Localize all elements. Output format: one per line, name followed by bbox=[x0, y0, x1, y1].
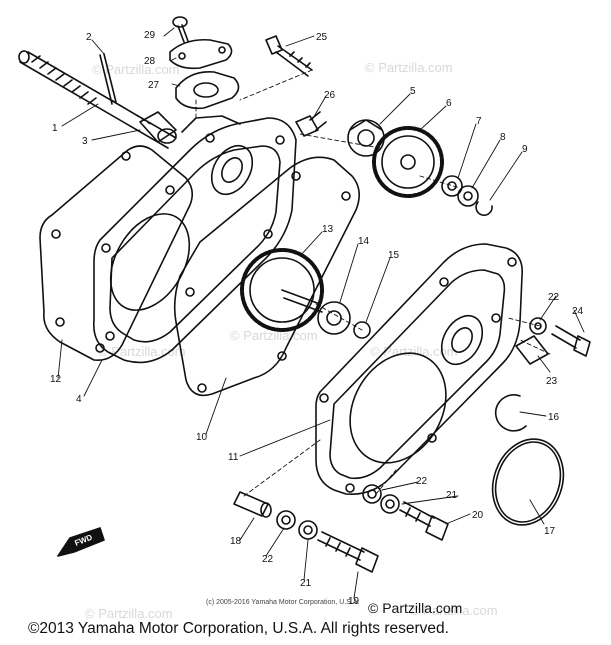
watermark: © Partzilla.com bbox=[85, 606, 173, 621]
callout-29: 29 bbox=[144, 30, 156, 41]
collar-3 bbox=[139, 111, 177, 144]
washer-8 bbox=[457, 185, 479, 207]
callout-3: 3 bbox=[82, 136, 88, 147]
brand-watermark: © Partzilla.com bbox=[368, 600, 463, 616]
bearing-5 bbox=[347, 119, 385, 157]
alignment-lines bbox=[111, 69, 551, 497]
crankcase-cover-11 bbox=[315, 243, 523, 495]
callout-28: 28 bbox=[144, 56, 156, 67]
washer-21-bottom bbox=[298, 520, 318, 540]
bolt-24 bbox=[551, 325, 591, 357]
plug-26 bbox=[295, 111, 327, 137]
callout-6: 6 bbox=[446, 98, 452, 109]
callout-22: 22 bbox=[416, 476, 428, 487]
watermark: © Partzilla.com bbox=[230, 328, 318, 343]
callout-10: 10 bbox=[196, 432, 208, 443]
watermark: © Partzilla.com bbox=[92, 62, 180, 77]
callout-8: 8 bbox=[500, 132, 506, 143]
o-ring-17 bbox=[491, 438, 565, 526]
callout-25: 25 bbox=[316, 32, 328, 43]
forward-arrow-icon: FWD bbox=[57, 527, 105, 557]
callout-24: 24 bbox=[572, 306, 584, 317]
watermark: © Partzilla.com bbox=[365, 60, 453, 75]
gear-13 bbox=[240, 248, 324, 332]
callout-14: 14 bbox=[358, 236, 370, 247]
gear-6 bbox=[372, 126, 444, 198]
callout-22: 22 bbox=[262, 554, 274, 565]
worm-shaft-1 bbox=[18, 50, 177, 149]
callout-9: 9 bbox=[522, 144, 528, 155]
washer-21-mid bbox=[380, 494, 400, 514]
callout-21: 21 bbox=[300, 578, 312, 589]
diagram-notice: (c) 2005-2016 Yamaha Motor Corporation, … bbox=[206, 599, 359, 606]
watermark-layer: © Partzilla.com © Partzilla.com © Partzi… bbox=[85, 60, 498, 621]
gasket-10 bbox=[173, 156, 360, 397]
washer-22-right bbox=[529, 317, 547, 335]
callout-23: 23 bbox=[546, 376, 558, 387]
callout-7: 7 bbox=[476, 116, 482, 127]
callout-15: 15 bbox=[388, 250, 400, 261]
callout-11: 11 bbox=[228, 452, 239, 463]
washer-7 bbox=[441, 175, 463, 197]
callout-21: 21 bbox=[446, 490, 458, 501]
watermark: © Partzilla.com bbox=[410, 603, 498, 618]
callout-16: 16 bbox=[548, 412, 560, 423]
callout-27: 27 bbox=[148, 80, 160, 91]
callout-19: 19 bbox=[348, 596, 360, 607]
screw-29 bbox=[172, 16, 189, 43]
circlip-9 bbox=[475, 201, 493, 216]
callout-22: 22 bbox=[548, 292, 560, 303]
callout-1: 1 bbox=[52, 123, 58, 134]
callout-5: 5 bbox=[410, 86, 416, 97]
crankcase-cover-4 bbox=[92, 115, 297, 364]
seal-15 bbox=[353, 321, 371, 339]
washer-22-bottom bbox=[276, 510, 296, 530]
bolt-25 bbox=[265, 35, 313, 77]
callout-20: 20 bbox=[472, 510, 484, 521]
callout-13: 13 bbox=[322, 224, 334, 235]
callout-18: 18 bbox=[230, 536, 242, 547]
gasket-27 bbox=[175, 71, 240, 110]
bearing-14 bbox=[317, 301, 351, 335]
callout-4: 4 bbox=[76, 394, 82, 405]
callout-26: 26 bbox=[324, 90, 336, 101]
callout-12: 12 bbox=[50, 374, 62, 385]
callout-2: 2 bbox=[86, 32, 92, 43]
leader-lines bbox=[57, 27, 585, 599]
callout-17: 17 bbox=[544, 526, 556, 537]
bolt-20 bbox=[399, 501, 449, 541]
bolt-19 bbox=[317, 531, 379, 573]
dowel-23 bbox=[515, 335, 549, 365]
watermark: © Partzilla.com bbox=[370, 344, 458, 359]
copyright-notice: ©2013 Yamaha Motor Corporation, U.S.A. A… bbox=[28, 620, 449, 637]
circlip-16 bbox=[494, 394, 527, 432]
pin-2 bbox=[99, 53, 117, 105]
dowel-18 bbox=[233, 491, 272, 518]
callout-labels: 1 2 3 4 5 6 7 8 9 10 11 12 13 14 15 16 1… bbox=[50, 30, 584, 607]
cap-plate-28 bbox=[169, 38, 233, 70]
washer-22-mid bbox=[362, 484, 382, 504]
